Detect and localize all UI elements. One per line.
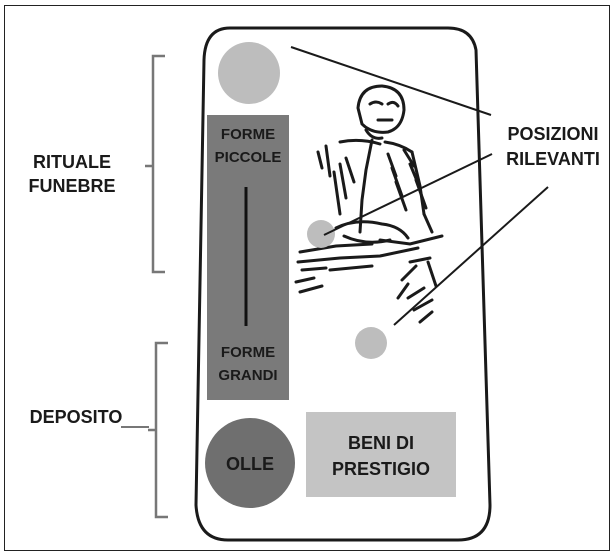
olle-label: OLLE <box>226 454 274 474</box>
posizione-circle-feet <box>355 327 387 359</box>
rituale-bracket <box>145 56 165 272</box>
pointer-line-top <box>291 47 491 115</box>
top-circle <box>218 42 280 104</box>
forme-grandi-line2: GRANDI <box>218 367 277 384</box>
beni-box <box>306 412 456 497</box>
forme-piccole-line1: FORME <box>221 126 275 143</box>
rituale-label-line1: RITUALE <box>33 152 111 172</box>
skeleton-icon <box>296 86 442 322</box>
pointer-line-feet <box>394 187 548 325</box>
beni-label-line1: BENI DI <box>348 433 414 453</box>
deposito-bracket <box>148 343 168 517</box>
posizioni-label-line1: POSIZIONI <box>507 124 598 144</box>
forme-piccole-line2: PICCOLE <box>215 149 282 166</box>
rituale-label-line2: FUNEBRE <box>28 176 115 196</box>
posizioni-label-line2: RILEVANTI <box>506 149 600 169</box>
beni-label-line2: PRESTIGIO <box>332 459 430 479</box>
forme-grandi-line1: FORME <box>221 344 275 361</box>
posizione-circle-hand <box>307 220 335 248</box>
deposito-label: DEPOSITO <box>30 407 123 427</box>
